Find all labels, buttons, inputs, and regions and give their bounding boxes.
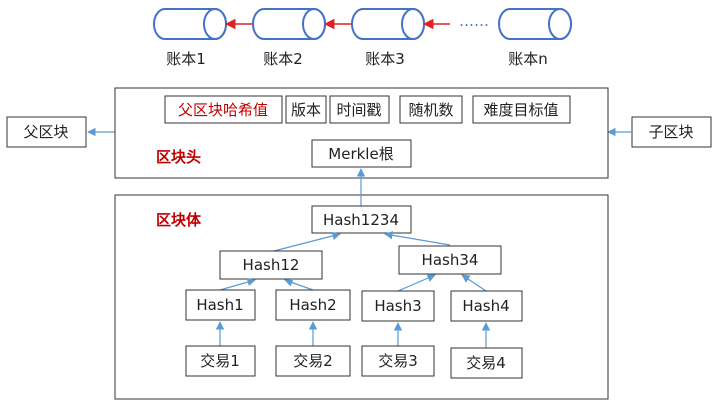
hash12-box — [219, 250, 323, 280]
ledger-ellipsis: …… — [459, 12, 489, 30]
tx2-box — [275, 345, 351, 377]
hash1234-label: Hash1234 — [323, 211, 399, 229]
nonce-box — [399, 95, 463, 124]
hash2-label: Hash2 — [289, 296, 336, 314]
block-header-title: 区块头 — [156, 148, 201, 166]
version-box — [285, 95, 327, 124]
merkle-root-label: Merkle根 — [328, 145, 393, 163]
ledger-2: 账本2 — [252, 8, 326, 68]
parent-block-box — [6, 116, 87, 148]
difficulty-box — [472, 95, 571, 124]
tx1-label: 交易1 — [200, 352, 240, 370]
hash1234-box — [311, 205, 412, 234]
ledger-n-label: 账本n — [508, 50, 548, 68]
prev-hash-label: 父区块哈希值 — [178, 101, 268, 119]
hash2-to-hash12-arrow — [284, 278, 314, 291]
hash1-to-hash12-arrow — [219, 278, 256, 291]
hash12-label: Hash12 — [243, 256, 300, 274]
block-body-title: 区块体 — [156, 211, 202, 229]
hash1-box — [185, 289, 256, 321]
hash12-to-root-arrow — [269, 231, 341, 253]
hash34-to-root-arrow — [384, 231, 451, 246]
difficulty-label: 难度目标值 — [483, 101, 558, 119]
hash4-box — [450, 290, 523, 322]
ledger-1: 账本1 — [153, 8, 227, 68]
timestamp-box — [329, 95, 390, 124]
tx4-box — [450, 347, 523, 379]
hash2-box — [275, 289, 351, 321]
tx4-label: 交易4 — [466, 354, 506, 372]
nonce-label: 随机数 — [408, 101, 453, 119]
hash34-label: Hash34 — [422, 251, 479, 269]
ledger-1-label: 账本1 — [166, 50, 206, 68]
tx2-label: 交易2 — [293, 352, 333, 370]
hash4-to-hash34-arrow — [461, 274, 487, 292]
prev-hash-box — [164, 95, 283, 124]
tx1-box — [185, 345, 256, 377]
hash4-label: Hash4 — [462, 297, 509, 315]
version-label: 版本 — [291, 101, 321, 119]
tx3-box — [361, 345, 435, 377]
ledger-3: 账本3 — [351, 8, 425, 68]
hash3-box — [361, 290, 435, 322]
hash3-to-hash34-arrow — [397, 274, 436, 292]
hash3-label: Hash3 — [374, 297, 421, 315]
ledger-2-label: 账本2 — [263, 50, 303, 68]
ledger-3-label: 账本3 — [365, 50, 405, 68]
child-block-label: 子区块 — [648, 123, 693, 141]
child-block-box — [631, 116, 712, 148]
parent-block-label: 父区块 — [23, 123, 68, 141]
ledger-n: 账本n — [498, 8, 572, 68]
hash1-label: Hash1 — [196, 296, 243, 314]
tx3-label: 交易3 — [378, 352, 418, 370]
merkle-root-box — [311, 139, 412, 168]
hash34-box — [398, 245, 502, 275]
timestamp-label: 时间戳 — [336, 101, 381, 119]
